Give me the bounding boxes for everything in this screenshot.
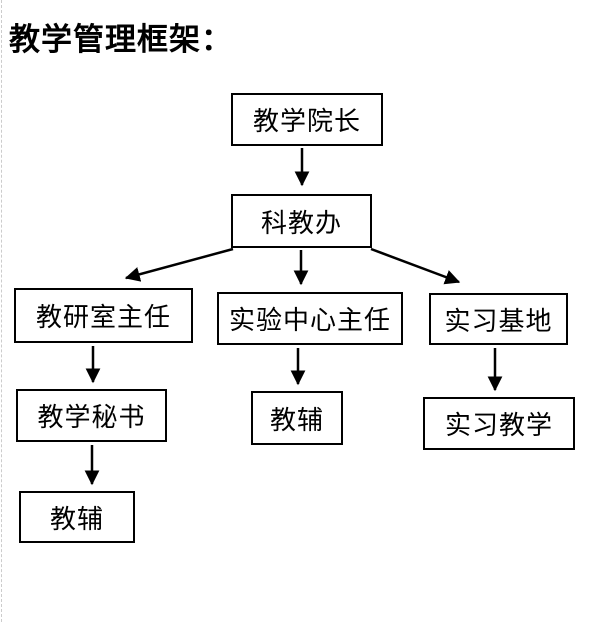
node-dean: 教学院长 bbox=[231, 93, 383, 146]
node-lab-center-director: 实验中心主任 bbox=[217, 292, 403, 345]
edge-office-to-internship-base bbox=[370, 247, 461, 285]
edge-office-to-research-director bbox=[124, 247, 234, 282]
node-sci-edu-office: 科教办 bbox=[231, 194, 372, 248]
node-teaching-aide-mid: 教辅 bbox=[251, 391, 343, 445]
node-internship-teaching: 实习教学 bbox=[423, 397, 575, 450]
page-margin-guide bbox=[1, 0, 2, 622]
node-teaching-secretary: 教学秘书 bbox=[16, 389, 167, 442]
node-internship-base: 实习基地 bbox=[429, 293, 568, 345]
page-title: 教学管理框架： bbox=[9, 22, 233, 57]
node-teaching-aide-left: 教辅 bbox=[19, 491, 135, 543]
node-teaching-research-director: 教研室主任 bbox=[14, 288, 193, 343]
